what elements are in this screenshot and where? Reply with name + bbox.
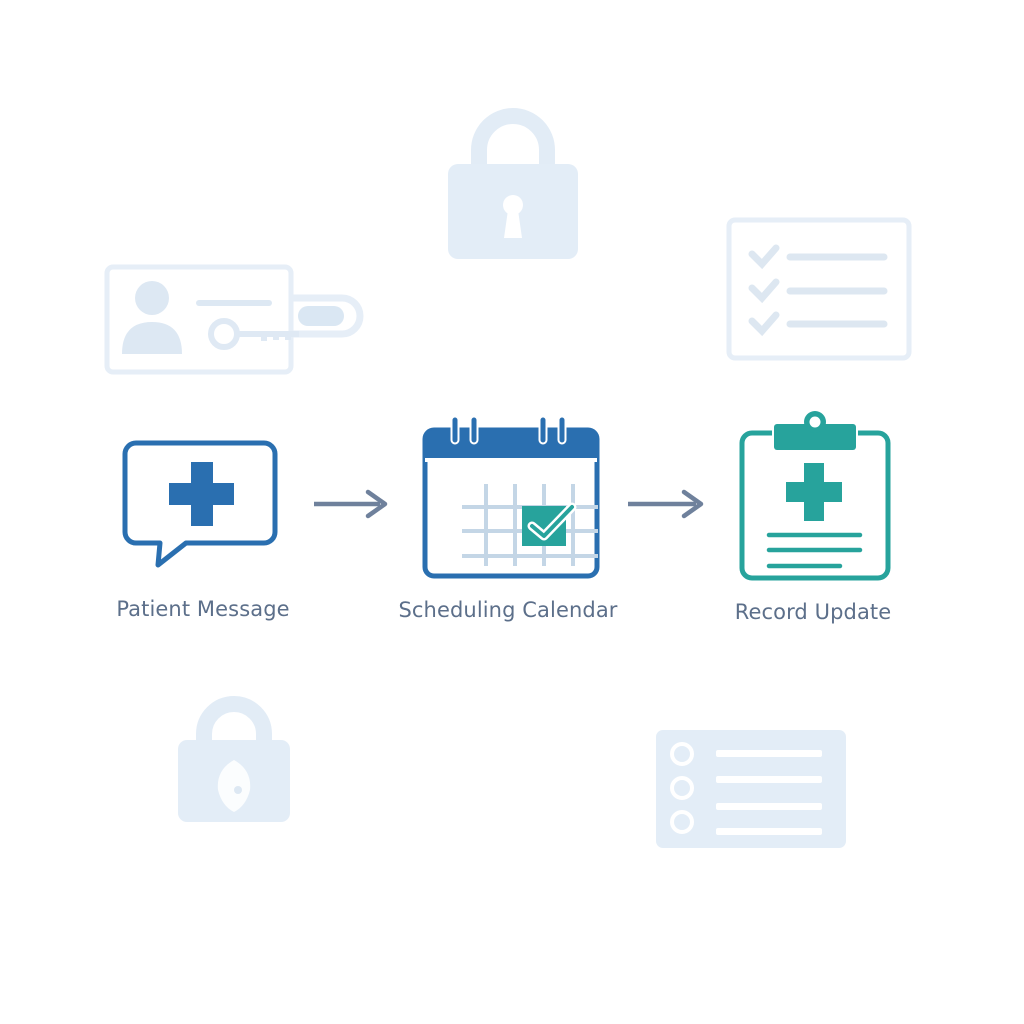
radio-list-icon [656,730,846,848]
arrow-right-icon [312,489,390,519]
chat-bubble-medical-cross-icon [122,440,282,570]
checklist-icon [726,217,912,361]
step-record-update [738,410,892,584]
step-label-patient-message: Patient Message [116,597,290,621]
step-patient-message [122,440,282,570]
padlock-keyhole-icon [446,102,580,262]
arrow-right-icon [626,489,706,519]
calendar-check-icon [420,414,602,580]
clipboard-medical-cross-icon [738,410,892,584]
step-label-record-update: Record Update [734,600,892,624]
padlock-shield-icon [176,690,292,824]
step-scheduling-calendar [420,414,602,580]
id-card-key-icon [104,264,364,376]
step-label-scheduling-calendar: Scheduling Calendar [398,598,618,622]
